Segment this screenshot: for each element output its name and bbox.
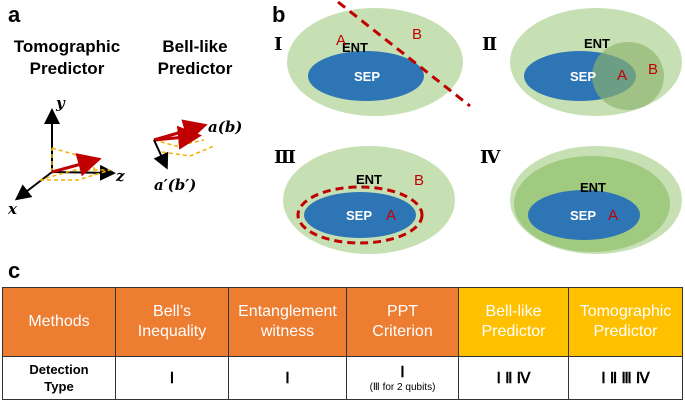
cell-ppt-value: Ⅰ [400,364,405,381]
witness-hyperplane [337,0,471,108]
tomographic-predictor-title: Tomographic Predictor [2,36,132,80]
sep-label: SEP [354,69,380,84]
state-vector [51,153,102,177]
sep-region [304,192,416,238]
row-label-line2: Type [44,379,74,394]
tomographic-title-line1: Tomographic [13,37,121,56]
ent-label: ENT [356,172,382,187]
cell-belllike-value: Ⅰ Ⅱ Ⅳ [496,370,531,387]
sep-region [308,51,424,101]
panel-c-label: c [8,258,21,283]
ppt-boundary [296,185,424,245]
header-tomo-line2: Predictor [593,323,658,340]
ent-label: ENT [342,40,368,55]
header-entanglement-witness: Entanglement witness [228,287,347,357]
vector-a-secondary [153,125,202,150]
belllike-predictor-title: Bell-like Predictor [140,36,250,80]
vector-a-prime-label: a′(b′) [154,176,196,194]
cell-tomo-value: Ⅰ Ⅱ Ⅲ Ⅳ [601,370,650,387]
sep-label: SEP [346,208,372,223]
header-bell-inequality: Bell’s Inequality [115,287,229,357]
header-belllike-predictor: Bell-like Predictor [458,287,569,357]
header-methods: Methods [2,287,116,357]
table-header-row: Methods Bell’s Inequality Entanglement w… [2,287,683,357]
cell-ew: Ⅰ [228,356,347,400]
case-4-roman: Ⅳ [480,147,501,168]
dashed-projection [153,139,205,147]
row-label-line1: Detection [29,362,89,377]
cell-bell: Ⅰ [115,356,229,400]
header-ppt-line1: PPT [386,303,419,320]
label-a: A [617,67,627,84]
table-row-detection-type: Detection Type Ⅰ Ⅰ Ⅰ (Ⅲ for 2 qubits) Ⅰ … [2,356,683,400]
label-b: B [412,26,422,43]
label-a: A [336,32,346,49]
header-bell-line2: Inequality [137,323,207,340]
cell-belllike: Ⅰ Ⅱ Ⅳ [458,356,569,400]
row-label-detection-type: Detection Type [2,356,116,400]
header-bell-line1: Bell’s [153,303,191,320]
case-1: Ⅰ ENT SEP A B [274,0,471,116]
cell-ppt-note: (Ⅲ for 2 qubits) [369,382,436,393]
panel-b-label: b [272,2,286,27]
belllike-title-line1: Bell-like [162,37,228,56]
header-ew-line1: Entanglement [238,303,337,320]
dashed-projection [161,145,215,157]
label-b: B [648,61,658,78]
header-tomo-line1: Tomographic [579,303,672,320]
predictor-region [592,42,664,110]
projection-plane [39,169,111,181]
case-3-roman: Ⅲ [274,147,296,168]
header-tomographic-predictor: Tomographic Predictor [568,287,683,357]
header-ppt-criterion: PPT Criterion [346,287,459,357]
header-ppt-line2: Criterion [372,323,433,340]
panel-b-venn-diagrams: Ⅰ ENT SEP A B Ⅱ ENT SEP A B Ⅲ ENT SEP A … [274,0,682,254]
cell-ew-value: Ⅰ [285,370,290,387]
x-axis [14,171,53,201]
case-2-roman: Ⅱ [482,34,497,55]
methods-table: Methods Bell’s Inequality Entanglement w… [2,287,683,400]
tomographic-axes [14,108,116,201]
ent-label: ENT [584,36,610,51]
label-a: A [608,207,618,224]
cell-tomo: Ⅰ Ⅱ Ⅲ Ⅳ [568,356,683,400]
case-2: Ⅱ ENT SEP A B [482,8,682,116]
tomographic-title-line2: Predictor [29,59,105,78]
sep-region [528,190,640,240]
sep-label: SEP [570,208,596,223]
panel-a-vectors: y z x a(b) a′(b′) [7,94,242,218]
cell-bell-value: Ⅰ [169,370,175,387]
axis-y-label: y [55,94,66,112]
projection-line [51,147,95,161]
case-4: Ⅳ ENT SEP A [480,146,682,254]
sep-label: SEP [570,69,596,84]
case-3: Ⅲ ENT SEP A B [274,146,455,254]
header-ew-line2: witness [260,323,315,340]
cell-ppt: Ⅰ (Ⅲ for 2 qubits) [346,356,459,400]
label-b: B [414,172,424,189]
belllike-title-line2: Predictor [157,59,233,78]
label-a: A [386,207,396,224]
belllike-vectors [153,119,215,170]
axis-x-label: x [7,200,18,218]
header-belllike-line1: Bell-like [485,303,542,320]
panel-a-label: a [8,2,21,27]
vector-a-label: a(b) [208,118,242,136]
axis-z-label: z [115,167,125,185]
header-belllike-line2: Predictor [481,323,546,340]
ent-label: ENT [580,180,606,195]
header-methods-text: Methods [28,313,90,330]
vector-a-prime [153,139,169,170]
case-1-roman: Ⅰ [274,34,282,55]
